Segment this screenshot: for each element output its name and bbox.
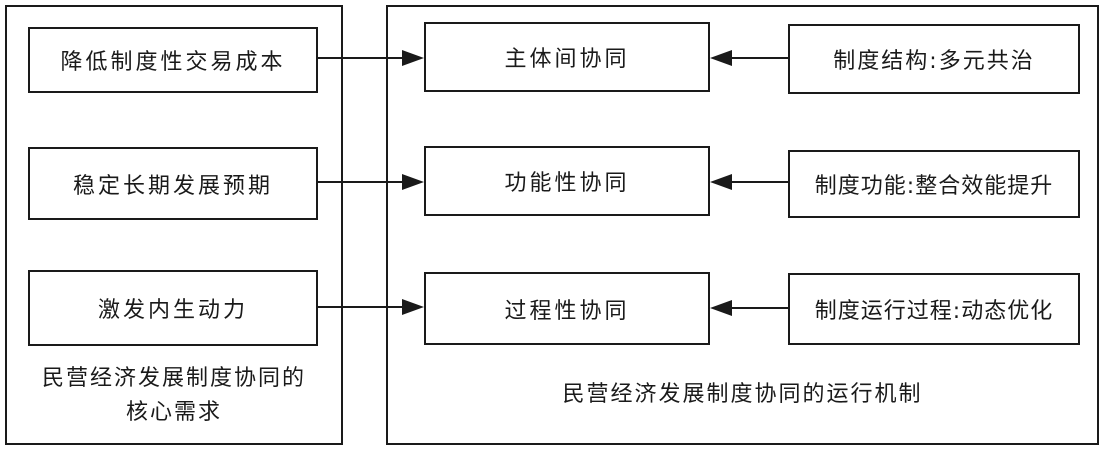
operating-mechanism-caption: 民营经济发展制度协同的运行机制	[396, 378, 1089, 412]
synergy-box-inter-subject: 主体间协同	[424, 22, 710, 92]
synergy-box-process: 过程性协同	[424, 272, 710, 345]
operating-mechanism-panel	[386, 5, 1099, 445]
institution-label: 制度运行过程:动态优化	[814, 299, 1054, 324]
need-label: 降低制度性交易成本	[60, 50, 286, 75]
synergy-label: 功能性协同	[504, 171, 630, 196]
caption-line: 民营经济发展制度协同的运行机制	[562, 382, 923, 407]
synergy-label: 过程性协同	[504, 298, 630, 324]
caption-line: 民营经济发展制度协同的	[41, 366, 306, 391]
synergy-label: 主体间协同	[504, 47, 630, 72]
core-needs-caption: 民营经济发展制度协同的 核心需求	[15, 362, 333, 430]
synergy-box-functional: 功能性协同	[424, 146, 710, 216]
need-box-stable-expectations: 稳定长期发展预期	[28, 147, 318, 220]
institution-label: 制度功能:整合效能提升	[814, 174, 1054, 199]
need-box-reduce-costs: 降低制度性交易成本	[28, 27, 318, 93]
institution-box-function: 制度功能:整合效能提升	[788, 150, 1080, 218]
institution-box-structure: 制度结构:多元共治	[788, 24, 1080, 94]
institution-box-process: 制度运行过程:动态优化	[788, 273, 1080, 345]
need-box-internal-drive: 激发内生动力	[28, 270, 318, 346]
need-label: 稳定长期发展预期	[72, 173, 273, 199]
core-needs-panel	[5, 5, 343, 445]
need-label: 激发内生动力	[97, 298, 248, 323]
institution-label: 制度结构:多元共治	[833, 49, 1035, 74]
caption-line: 核心需求	[125, 400, 222, 425]
